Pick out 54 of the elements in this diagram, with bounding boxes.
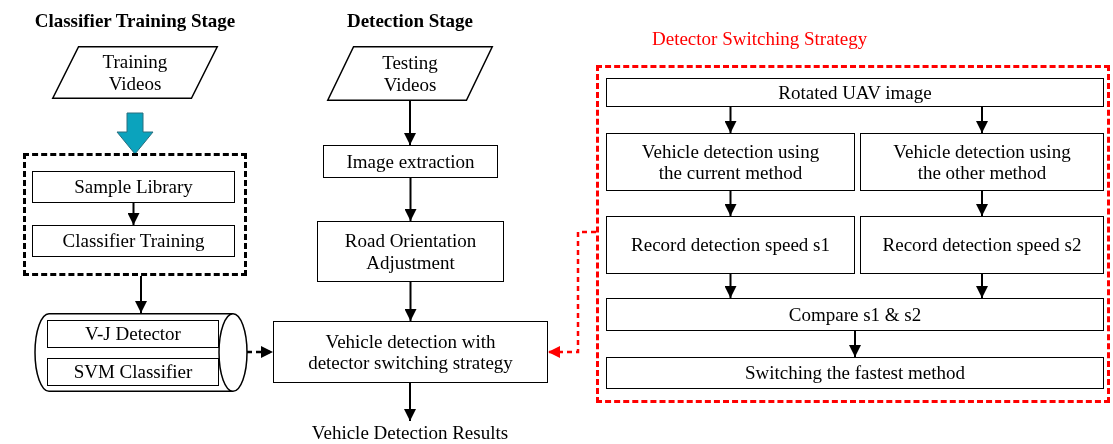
node-label: Road Orientation Adjustment bbox=[343, 230, 478, 273]
node-label: Testing Videos bbox=[381, 52, 439, 95]
process-box bbox=[606, 133, 855, 191]
block-arrow bbox=[116, 112, 154, 155]
arrow bbox=[548, 230, 596, 358]
node-label: Record detection speed s2 bbox=[882, 234, 1082, 256]
node-label: Switching the fastest method bbox=[744, 362, 966, 384]
arrow bbox=[135, 275, 147, 314]
storage-cylinder bbox=[35, 313, 247, 392]
process-box bbox=[323, 145, 498, 178]
arrow bbox=[404, 177, 417, 222]
arrow bbox=[724, 190, 737, 217]
process-box bbox=[47, 358, 219, 386]
process-box bbox=[32, 171, 235, 203]
process-box bbox=[606, 78, 1104, 107]
process-box bbox=[860, 133, 1104, 191]
node-label: Image extraction bbox=[346, 150, 475, 173]
node-label: SVM Classifier bbox=[73, 361, 193, 383]
input-parallelogram bbox=[52, 46, 218, 99]
node-label: Training Videos bbox=[101, 51, 169, 94]
node-label: V-J Detector bbox=[85, 323, 181, 345]
node-label: Sample Library bbox=[74, 176, 193, 198]
node-label: Record detection speed s1 bbox=[631, 234, 830, 256]
node-label: Compare s1 & s2 bbox=[788, 303, 922, 326]
arrow bbox=[849, 330, 861, 358]
process-box bbox=[32, 225, 235, 257]
dashed-group-box bbox=[23, 153, 247, 276]
stage-heading: Detection Stage bbox=[346, 10, 474, 32]
arrow bbox=[976, 273, 988, 299]
process-box bbox=[606, 216, 855, 274]
arrow bbox=[724, 273, 737, 299]
process-box bbox=[273, 321, 548, 383]
stage-heading: Classifier Training Stage bbox=[34, 10, 236, 32]
process-box bbox=[606, 357, 1104, 389]
process-box bbox=[317, 221, 504, 282]
arrow bbox=[404, 382, 416, 422]
process-box bbox=[860, 216, 1104, 274]
arrow bbox=[247, 346, 273, 358]
process-box bbox=[606, 298, 1104, 331]
arrow bbox=[404, 100, 416, 146]
arrow bbox=[724, 106, 737, 134]
node-label: Vehicle detection using the other method bbox=[892, 140, 1072, 184]
node-label: Vehicle detection using the current method bbox=[640, 140, 821, 184]
arrow bbox=[976, 190, 988, 217]
node-label: Classifier Training bbox=[62, 230, 205, 252]
arrow bbox=[976, 106, 988, 134]
arrow bbox=[127, 202, 140, 226]
group-heading: Detector Switching Strategy bbox=[652, 28, 868, 50]
input-parallelogram bbox=[327, 46, 493, 101]
node-label: Vehicle detection with detector switching strategy bbox=[308, 330, 513, 374]
process-box bbox=[47, 320, 219, 348]
arrow bbox=[404, 281, 417, 322]
node-label: Rotated UAV image bbox=[778, 81, 932, 104]
output-label: Vehicle Detection Results bbox=[311, 421, 509, 444]
